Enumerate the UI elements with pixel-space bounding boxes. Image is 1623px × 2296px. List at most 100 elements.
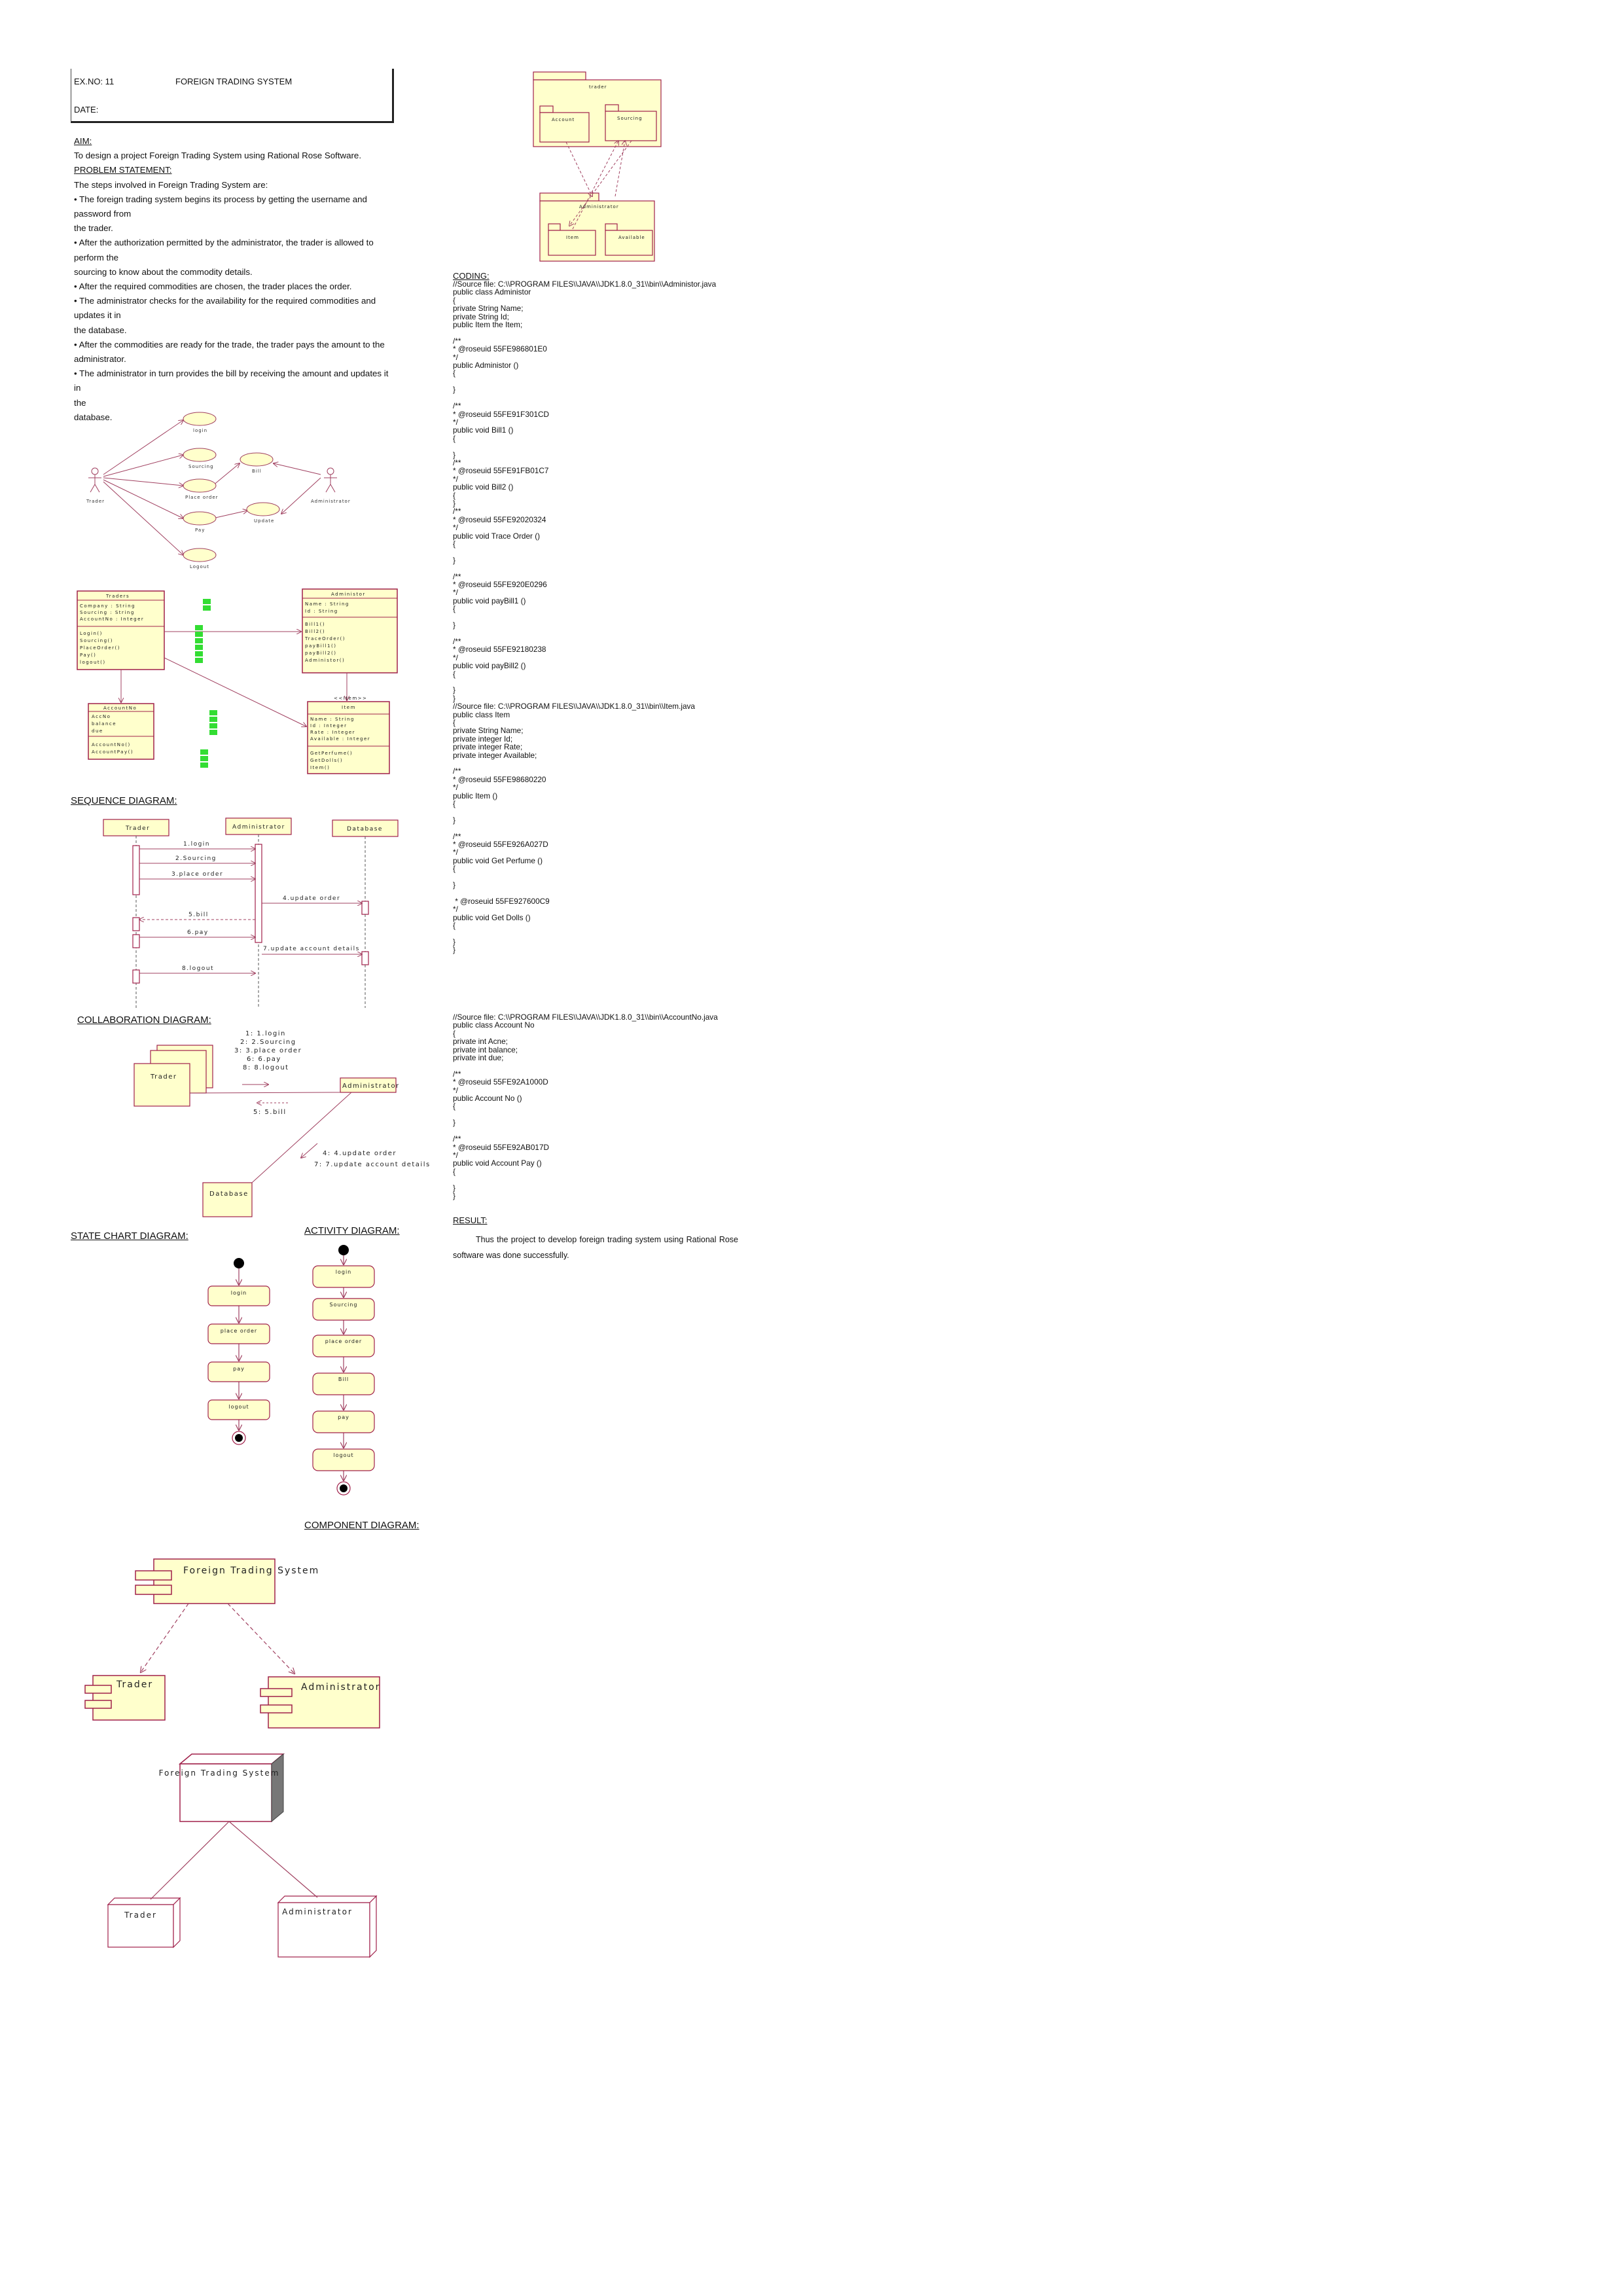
class-op: Bill2() bbox=[305, 629, 325, 634]
class-attr: Id : Integer bbox=[310, 723, 348, 728]
class-op: payBill1() bbox=[305, 643, 336, 649]
class-op: GetPerfume() bbox=[310, 751, 353, 756]
package-label: Sourcing bbox=[617, 116, 643, 121]
usecase-place-order-label: Place order bbox=[185, 495, 219, 500]
activity-label: login bbox=[336, 1269, 352, 1275]
exercise-number: EX.NO: 11 bbox=[74, 77, 115, 86]
class-item-stereotype: <<Item>> bbox=[334, 696, 367, 701]
actor-admin-label: Administrator bbox=[311, 499, 351, 504]
class-op: Bill1() bbox=[305, 622, 325, 627]
usecase-update-label: Update bbox=[254, 518, 274, 524]
node-admin-label: Administrator bbox=[282, 1907, 353, 1916]
aim-line: the trader. bbox=[74, 223, 113, 234]
aim-line: • The administrator checks for the avail… bbox=[74, 296, 376, 306]
result-heading: RESULT: bbox=[453, 1215, 488, 1225]
seq-message: 6.pay bbox=[187, 929, 209, 936]
aim-heading: AIM: bbox=[74, 136, 92, 146]
class-attr: Rate : Integer bbox=[310, 730, 355, 735]
seq-message: 5.bill bbox=[188, 912, 209, 918]
class-attr: balance bbox=[92, 721, 116, 726]
component-trader-label: Trader bbox=[116, 1679, 153, 1690]
code-block-accountno: //Source file: C:\\PROGRAM FILES\\JAVA\\… bbox=[453, 1013, 718, 1200]
aim-line: administrator. bbox=[74, 354, 126, 365]
collab-message: 2: 2.Sourcing bbox=[240, 1039, 296, 1046]
problem-statement-heading: PROBLEM STATEMENT: bbox=[74, 165, 172, 175]
aim-line: • After the authorization permitted by t… bbox=[74, 238, 374, 248]
date-label: DATE: bbox=[74, 105, 99, 115]
aim-line: The steps involved in Foreign Trading Sy… bbox=[74, 179, 268, 190]
code-block-administor-item: //Source file: C:\\PROGRAM FILES\\JAVA\\… bbox=[453, 279, 717, 955]
node-trader-label: Trader bbox=[124, 1910, 157, 1920]
class-attr: Name : String bbox=[310, 717, 355, 722]
actor-trader-label: Trader bbox=[86, 499, 105, 504]
usecase-pay-label: Pay bbox=[195, 528, 205, 533]
class-attr: Company : String bbox=[80, 603, 135, 609]
aim-line: • The foreign trading system begins its … bbox=[74, 194, 367, 204]
component-admin-label: Administrator bbox=[301, 1682, 380, 1693]
seq-message: 7.update account details bbox=[263, 946, 360, 952]
class-attr: due bbox=[92, 728, 103, 734]
collab-message-back: 5: 5.bill bbox=[253, 1109, 287, 1116]
aim-section: AIM: To design a project Foreign Trading… bbox=[74, 134, 395, 425]
activity-label: Bill bbox=[338, 1376, 349, 1382]
component-main-label: Foreign Trading System bbox=[183, 1566, 319, 1576]
state-label: login bbox=[231, 1290, 247, 1296]
collab-admin-label: Administrator bbox=[342, 1083, 400, 1090]
package-outer-label: trader bbox=[589, 84, 607, 90]
class-op: AccountNo() bbox=[92, 742, 131, 747]
class-op: GetDolls() bbox=[310, 758, 343, 763]
class-op: payBill2() bbox=[305, 651, 336, 656]
activity-label: place order bbox=[325, 1338, 362, 1344]
header-box bbox=[71, 69, 394, 123]
aim-line: the bbox=[74, 397, 86, 408]
statechart-diagram: login place order pay logout bbox=[207, 1258, 270, 1445]
class-attr: Sourcing : String bbox=[80, 610, 135, 615]
aim-line: To design a project Foreign Trading Syst… bbox=[74, 151, 362, 161]
usecase-sourcing-label: Sourcing bbox=[188, 464, 214, 469]
sequence-diagram: Trader Administrator Database 1.login 2.… bbox=[103, 817, 399, 1008]
package-diagram: trader Account Sourcing Administrator It… bbox=[533, 71, 662, 262]
state-label: place order bbox=[221, 1328, 257, 1334]
collab-message-db: 4: 4.update order bbox=[323, 1150, 397, 1157]
state-label: pay bbox=[233, 1366, 245, 1372]
lifeline-trader-label: Trader bbox=[125, 825, 150, 832]
package-lower-label: Administrator bbox=[579, 204, 619, 209]
seq-message: 4.update order bbox=[283, 895, 340, 902]
collab-database-label: Database bbox=[209, 1191, 249, 1198]
aim-line: the database. bbox=[74, 325, 127, 335]
lifeline-admin-label: Administrator bbox=[232, 824, 285, 831]
activity-label: Sourcing bbox=[330, 1302, 358, 1308]
class-attr: Name : String bbox=[305, 601, 349, 607]
aim-line: sourcing to know about the commodity det… bbox=[74, 266, 253, 277]
use-case-diagram: Trader Administrator login Sourcing Plac… bbox=[86, 412, 351, 569]
aim-line: updates it in bbox=[74, 310, 121, 321]
class-op: logout() bbox=[80, 660, 106, 665]
package-label: Account bbox=[552, 117, 575, 122]
collab-message: 6: 6.pay bbox=[247, 1056, 281, 1063]
usecase-logout-label: Logout bbox=[190, 564, 209, 569]
aim-line: • After the required commodities are cho… bbox=[74, 281, 352, 292]
aim-line: • After the commodities are ready for th… bbox=[74, 339, 385, 350]
activity-label: logout bbox=[333, 1452, 353, 1458]
package-label: Item bbox=[566, 235, 579, 240]
class-op: Sourcing() bbox=[80, 638, 113, 643]
collab-message: 3: 3.place order bbox=[234, 1047, 302, 1054]
document-title: FOREIGN TRADING SYSTEM bbox=[175, 77, 293, 86]
class-op: Item() bbox=[310, 765, 330, 770]
class-diagram: Traders Company : String Sourcing : Stri… bbox=[77, 588, 398, 774]
usecase-bill-label: Bill bbox=[252, 469, 262, 474]
component-heading: COMPONENT DIAGRAM: bbox=[304, 1520, 419, 1531]
state-label: logout bbox=[228, 1404, 249, 1410]
collab-message: 8: 8.logout bbox=[243, 1064, 289, 1071]
collab-trader-label: Trader bbox=[150, 1073, 177, 1081]
class-attr: Available : Integer bbox=[310, 736, 370, 742]
deployment-diagram: Foreign Trading System Trader Administra… bbox=[107, 1753, 378, 1958]
class-op: Pay() bbox=[80, 653, 96, 658]
class-item-name: Item bbox=[342, 705, 356, 710]
lifeline-database-label: Database bbox=[347, 826, 383, 833]
usecase-login-label: login bbox=[193, 428, 207, 433]
component-diagram: Foreign Trading System Trader Administra… bbox=[84, 1558, 380, 1729]
class-admin-name: Administor bbox=[331, 592, 366, 597]
aim-line: perform the bbox=[74, 252, 118, 262]
aim-line: password from bbox=[74, 209, 132, 219]
